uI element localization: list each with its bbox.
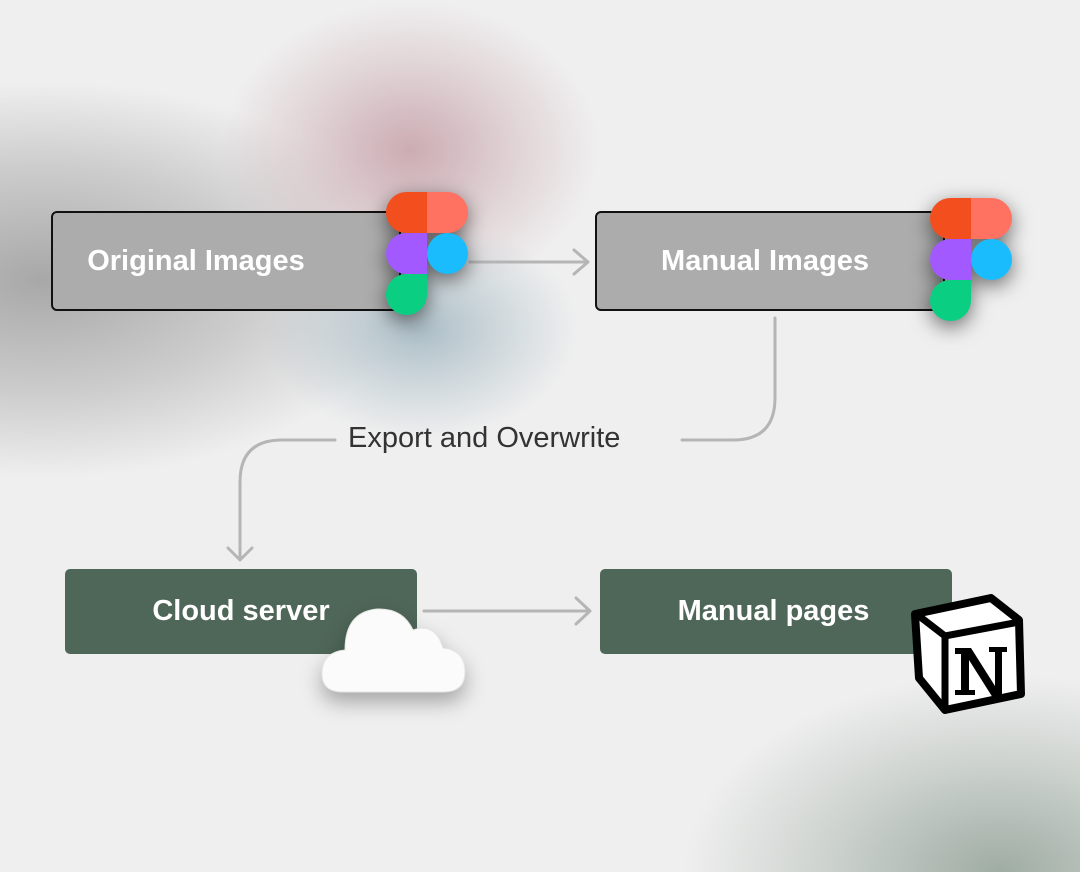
- node-label: Manual pages: [677, 595, 870, 627]
- node-label: Manual Images: [661, 244, 869, 277]
- cloud-icon: [321, 608, 466, 693]
- node-label: Cloud server: [152, 595, 330, 627]
- background-blob-green: [680, 672, 1080, 872]
- notion-logo-icon: [911, 594, 1025, 714]
- node-manual-pages: Manual pages: [600, 569, 952, 654]
- arrow-cloud-to-pages: [422, 596, 592, 626]
- node-manual-images: Manual Images: [595, 211, 945, 311]
- connector-manual-to-label: [680, 316, 777, 442]
- edge-label-export-overwrite: Export and Overwrite: [348, 422, 621, 454]
- node-original-images: Original Images: [51, 211, 401, 311]
- node-label: Original Images: [87, 244, 305, 277]
- figma-logo-icon: [930, 198, 1012, 321]
- connector-label-to-cloud: [226, 438, 337, 562]
- arrow-original-to-manual: [468, 248, 590, 276]
- figma-logo-icon: [386, 192, 468, 315]
